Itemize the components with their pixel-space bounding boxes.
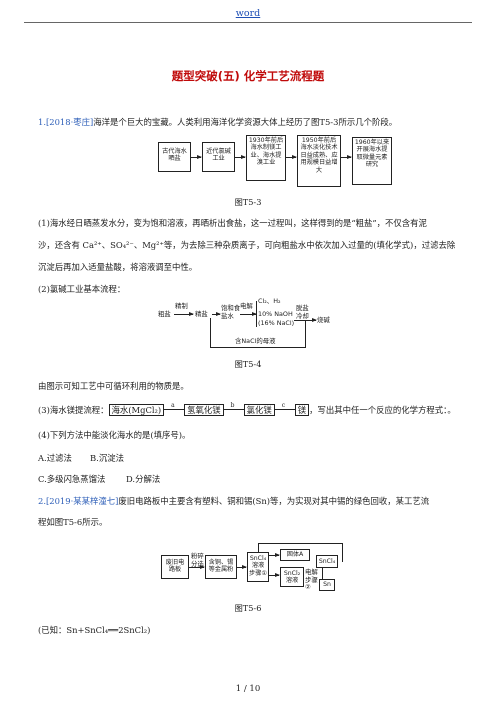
step-arrow-b: b	[223, 402, 244, 410]
q1-intro-text: 海洋是个巨大的宝藏。人类利用海洋化学资源大体上经历了图T5-3所示几个阶段。	[93, 117, 398, 127]
step-label-c: c	[281, 402, 286, 409]
q1-source: 1.[2018·枣庄]	[38, 117, 94, 127]
q2-text: 废旧电路板中主要含有塑料、铜和锡(Sn)等，为实现对其中锡的绿色回收，某工艺流	[118, 496, 430, 506]
fig3-arrow	[269, 573, 280, 577]
fig2-out-nacl: (16% NaCl)	[258, 319, 295, 327]
fig2-recycle-line	[210, 318, 211, 348]
fig3-sncl2: SnCl₂溶液	[280, 567, 304, 587]
q1-intro: 1.[2018·枣庄]海洋是个巨大的宝藏。人类利用海洋化学资源大体上经历了图T5…	[38, 116, 397, 128]
fig3-arrow	[237, 565, 247, 569]
fig2-out-gases: Cl₂、H₂	[258, 297, 281, 305]
figure-caption: 图T5-6	[234, 603, 262, 613]
q1-part3: (3)海水镁提流程：海水(MgCl₂) a 氢氧化镁 b 氯化镁 c 镁，写出其中任一个反应…	[38, 402, 456, 416]
q1-part4: (4)下列方法中能淡化海水的是(填序号)。	[38, 430, 191, 440]
fig3-solid-a: 固体A	[280, 549, 310, 561]
fig3-circuit-board: 废旧电路板	[161, 555, 189, 579]
q1-part1-line1: (1)海水经日晒蒸发水分，变为饱和溶液，再晒析出食盐，这一过程叫，这样得到的是“…	[38, 218, 427, 228]
fig3-metal-powder: 含铜、锡等金属粉	[205, 555, 237, 579]
fig2-arrow1-label: 精制	[175, 302, 188, 310]
fig2-brine: 饱和食盐水	[221, 304, 241, 320]
flow-arrow	[235, 155, 246, 159]
fig3-arrow	[189, 565, 205, 569]
magnesium-box: 镁	[294, 404, 310, 416]
fig3-crush-label: 粉碎分选	[191, 552, 204, 568]
q2-line1: 2.[2019·某某梓潼七]废旧电路板中主要含有塑料、铜和锡(Sn)等，为实现对…	[38, 495, 429, 507]
page-number: 1 / 10	[235, 684, 261, 694]
option-b: B.沉淀法	[90, 453, 124, 463]
q1-part1-line2: 沙，还含有 Ca²⁺、SO₄²⁻、Mg²⁺等，为去除三种杂质离子，可向粗盐水中依…	[38, 240, 456, 250]
fig2-arrow3-label: 脱盐冷却	[296, 304, 309, 320]
fig2-arrow	[294, 318, 317, 322]
option-c: C.多级闪急蒸馏法	[38, 474, 106, 484]
q1-part2-after: 由图示可知工艺中可循环利用的物质是。	[38, 381, 189, 391]
fig2-crude-salt: 粗盐	[158, 310, 171, 318]
flow-box-ancient: 古代海水晒盐	[158, 142, 191, 172]
fig3-recycle-line	[258, 543, 343, 544]
fig3-sncl4: SnCl₄	[316, 555, 338, 568]
fig2-mother-liquor: 含NaCl的母液	[235, 337, 276, 345]
seawater-box: 海水(MgCl₂)	[108, 404, 165, 416]
option-a: A.过滤法	[38, 453, 72, 463]
q1-part3-prefix: (3)海水镁提流程：	[38, 405, 109, 415]
fig2-out-naoh: 10% NaOH	[258, 310, 293, 318]
option-d: D.分解法	[126, 474, 161, 484]
fig3-recycle-line	[258, 543, 259, 552]
fig2-recycle-line	[210, 347, 306, 348]
fig2-arrow	[212, 312, 221, 316]
flow-arrow	[191, 155, 202, 159]
flow-box-1960: 1960年以来开展海水提取微量元素研究	[352, 137, 392, 185]
q2-source: 2.[2019·某某梓潼七]	[38, 496, 119, 506]
magnesium-chloride-box: 氯化镁	[243, 404, 275, 416]
flow-box-1950: 1950年前后海水淡化技术日益成熟、应用规模日益增大	[297, 135, 341, 187]
flow-box-modern: 近代氯碱工业	[202, 142, 235, 172]
page-title: 题型突破(五) 化学工艺流程题	[171, 69, 325, 83]
header-divider	[24, 22, 472, 23]
fig3-recycle-line	[342, 543, 343, 562]
q1-part3-suffix: ，写出其中任一个反应的化学方程式：。	[309, 405, 456, 415]
magnesium-hydroxide-box: 氢氧化镁	[184, 404, 224, 416]
fig2-recycle-line	[305, 321, 306, 348]
step-label-b: b	[230, 402, 235, 409]
flow-arrow	[341, 155, 352, 159]
fig3-sn: Sn	[319, 579, 335, 591]
step-label-a: a	[171, 402, 175, 409]
figure-caption: 图T5-4	[234, 359, 262, 369]
fig3-step1: SnCl₄溶液步骤①	[247, 552, 269, 582]
q1-part1-line3: 沉淀后再加入适量盐酸，将溶液调至中性。	[38, 262, 198, 272]
flow-box-1930: 1930年前后海水制镁工业、海水提溴工业	[246, 135, 286, 181]
step-arrow-c: c	[274, 402, 295, 410]
flow-arrow	[286, 155, 297, 159]
fig2-bracket	[256, 301, 257, 327]
fig3-branch	[322, 560, 323, 584]
fig2-arrow	[174, 312, 194, 316]
q2-known: (已知：Sn+SnCl₄══2SnCl₂)	[38, 625, 151, 635]
page-header[interactable]: word	[235, 8, 261, 19]
fig2-refined-salt: 精盐	[195, 310, 208, 318]
fig2-arrow	[240, 312, 257, 316]
fig3-arrow	[269, 553, 280, 557]
fig3-electrolysis-label: 电解步骤②	[305, 568, 318, 591]
fig2-caustic-soda: 烧碱	[317, 316, 330, 324]
q2-line2: 程如图T5-6所示。	[38, 517, 108, 527]
figure-caption: 图T5-3	[234, 197, 262, 207]
q1-part2: (2)氯碱工业基本流程：	[38, 284, 126, 294]
step-arrow-a: a	[164, 402, 185, 410]
fig2-arrow2-label: 电解	[240, 302, 253, 310]
